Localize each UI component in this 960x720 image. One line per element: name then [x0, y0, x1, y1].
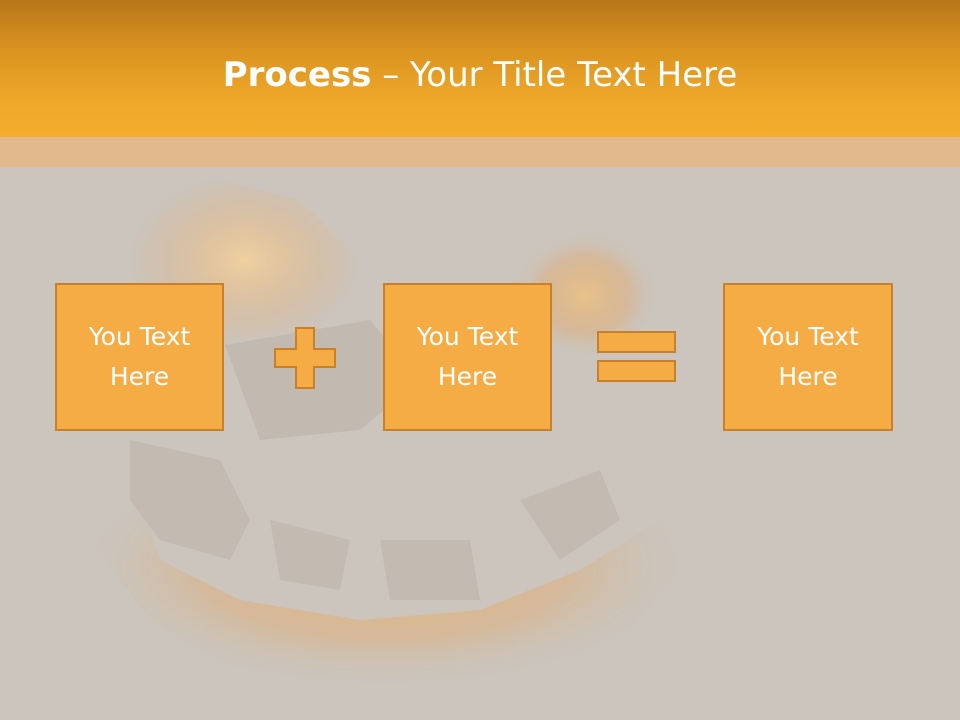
- process-box-1[interactable]: You Text Here: [55, 283, 224, 431]
- slide-title[interactable]: Process – Your Title Text Here: [0, 52, 960, 98]
- process-box-1-text: You Text Here: [88, 322, 191, 391]
- equals-icon: [597, 331, 676, 382]
- process-box-2-text: You Text Here: [416, 322, 519, 391]
- process-box-3[interactable]: You Text Here: [723, 283, 893, 431]
- title-rest-text: – Your Title Text Here: [371, 55, 738, 95]
- title-bold-text: Process: [222, 55, 372, 95]
- process-box-3-text: You Text Here: [757, 322, 859, 391]
- title-accent-strip: [0, 137, 960, 167]
- process-box-2[interactable]: You Text Here: [383, 283, 552, 431]
- plus-icon: [274, 327, 336, 389]
- title-bar: [0, 0, 960, 137]
